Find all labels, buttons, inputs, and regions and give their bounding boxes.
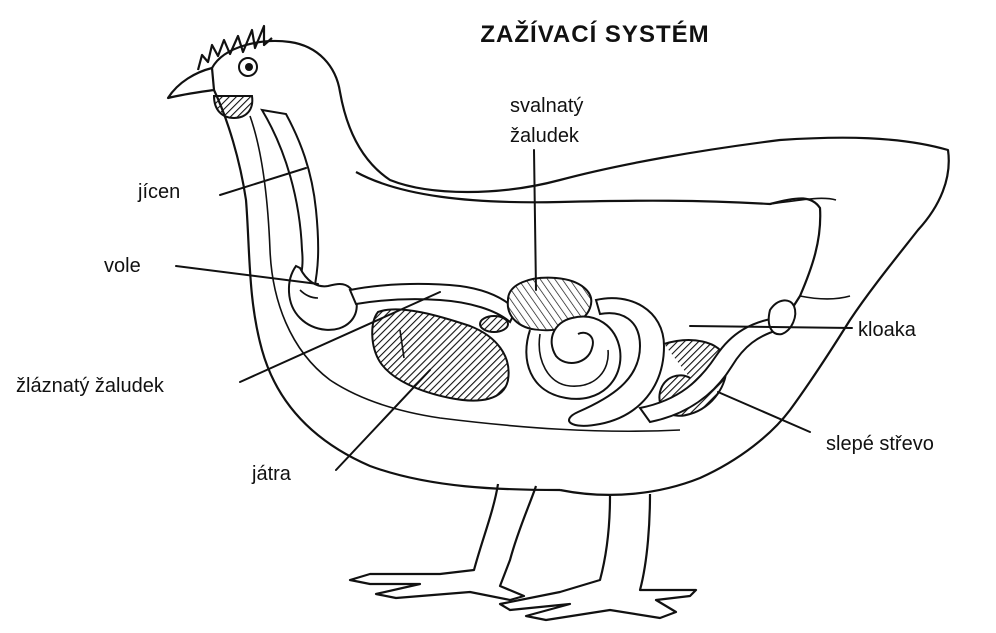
beak bbox=[168, 68, 214, 98]
wattle bbox=[214, 96, 252, 118]
leader-liver bbox=[336, 370, 430, 470]
digestive-organs bbox=[262, 110, 795, 426]
label-gizzard-line2: žaludek bbox=[510, 125, 580, 147]
leader-gizzard bbox=[534, 150, 536, 290]
diagram-title: ZAŽÍVACÍ SYSTÉM bbox=[480, 20, 709, 48]
cloaca bbox=[769, 300, 796, 334]
label-proventriculus: žláznatý žaludek bbox=[16, 375, 165, 397]
label-caeca: slepé střevo bbox=[826, 433, 934, 455]
leg-front bbox=[350, 484, 536, 600]
leader-caeca bbox=[718, 392, 810, 432]
label-gizzard-line1: svalnatý bbox=[510, 95, 583, 117]
label-esophagus: jícen bbox=[137, 181, 180, 203]
leg-back bbox=[500, 494, 696, 620]
label-crop: vole bbox=[104, 255, 141, 277]
crop bbox=[289, 266, 357, 330]
label-cloaca: kloaka bbox=[858, 319, 917, 341]
leader-cloaca bbox=[690, 326, 852, 328]
label-liver: játra bbox=[251, 463, 292, 485]
